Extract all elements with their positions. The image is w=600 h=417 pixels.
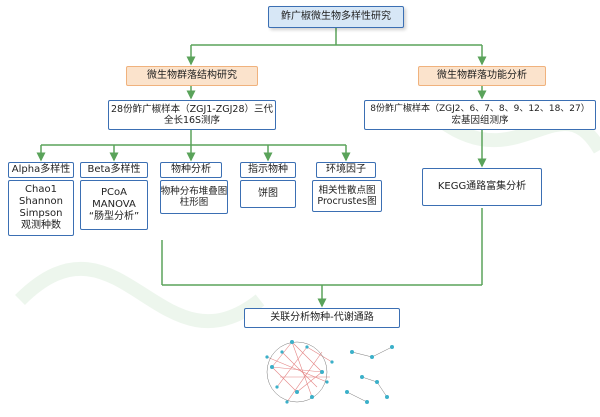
sample-metagenome-node: 8份鲊广椒样本（ZGJ2、6、7、8、9、12、18、27） 宏基因组测序 <box>364 100 596 130</box>
branch-structure-node: 微生物群落结构研究 <box>126 66 258 86</box>
branch-structure-title: 微生物群落结构研究 <box>147 70 237 81</box>
analysis-species-items: 物种分布堆叠图 柱形图 <box>160 180 228 214</box>
analysis-beta-title: Beta多样性 <box>80 162 148 178</box>
branch-function-title: 微生物群落功能分析 <box>437 70 527 81</box>
sample-16s-line2: 全长16S测序 <box>163 115 221 126</box>
beta-item: “肠型分析” <box>88 211 140 222</box>
beta-item: PCoA <box>101 187 127 198</box>
analysis-indicator-title: 指示物种 <box>240 162 296 178</box>
sample-16s-line1: 28份鲊广椒样本（ZGJ1-ZGJ28）三代 <box>111 104 273 115</box>
kegg-node: KEGG通路富集分析 <box>422 168 542 206</box>
species-item: 物种分布堆叠图 <box>160 186 228 197</box>
indicator-item: 饼图 <box>258 188 278 199</box>
alpha-item: Simpson <box>19 208 63 219</box>
root-title: 鲊广椒微生物多样性研究 <box>281 11 391 22</box>
analysis-species-title: 物种分析 <box>160 162 222 178</box>
alpha-item: Chao1 <box>25 184 57 195</box>
alpha-item: Shannon <box>19 196 63 207</box>
env-item: 相关性散点图 <box>318 185 376 196</box>
sample-metagenome-line1: 8份鲊广椒样本（ZGJ2、6、7、8、9、12、18、27） <box>370 104 590 114</box>
alpha-item: 观测种数 <box>21 220 61 231</box>
analysis-alpha-items: Chao1 Shannon Simpson 观测种数 <box>8 180 74 236</box>
env-item: Procrustes图 <box>317 196 377 207</box>
branch-function-node: 微生物群落功能分析 <box>418 66 546 86</box>
sample-16s-node: 28份鲊广椒样本（ZGJ1-ZGJ28）三代 全长16S测序 <box>108 100 276 130</box>
analysis-env-items: 相关性散点图 Procrustes图 <box>312 180 382 212</box>
sample-metagenome-line2: 宏基因组测序 <box>451 115 509 126</box>
species-item: 柱形图 <box>179 197 209 208</box>
root-node: 鲊广椒微生物多样性研究 <box>268 6 404 28</box>
final-node: 关联分析物种-代谢通路 <box>244 308 400 328</box>
analysis-beta-items: PCoA MANOVA “肠型分析” <box>80 180 148 230</box>
network-graph <box>265 340 394 404</box>
analysis-alpha-title: Alpha多样性 <box>8 162 74 178</box>
beta-item: MANOVA <box>92 199 136 210</box>
analysis-env-title: 环境因子 <box>316 162 376 178</box>
analysis-indicator-items: 饼图 <box>240 180 296 208</box>
